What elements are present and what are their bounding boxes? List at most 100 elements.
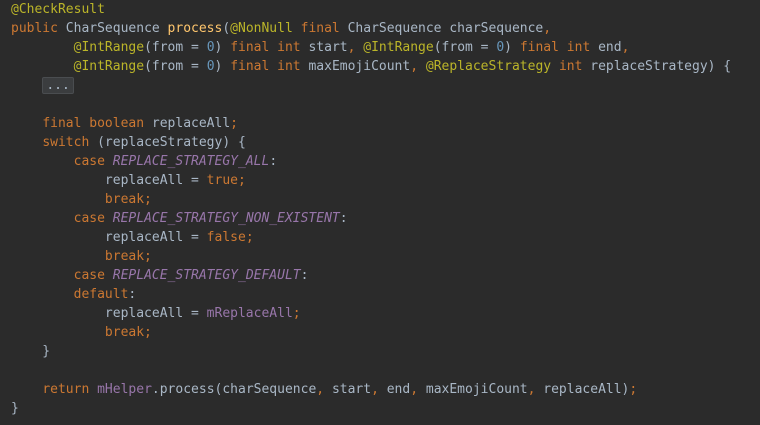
code-token <box>11 306 105 321</box>
code-line[interactable]: } <box>11 342 731 361</box>
code-line[interactable]: replaceAll = true; <box>11 171 731 190</box>
code-token: int <box>558 59 591 74</box>
code-token: @IntRange <box>363 40 434 55</box>
code-token: end <box>386 382 411 397</box>
code-token: (from = <box>144 40 207 55</box>
code-line[interactable]: case REPLACE_STRATEGY_DEFAULT: <box>11 266 731 285</box>
code-line[interactable]: default: <box>11 285 731 304</box>
code-token <box>11 59 74 74</box>
code-token <box>11 230 105 245</box>
code-token: .process(charSequence <box>151 382 317 397</box>
code-line[interactable]: case REPLACE_STRATEGY_ALL: <box>11 152 731 171</box>
code-token: : <box>128 287 137 302</box>
code-line[interactable]: ... <box>11 76 731 95</box>
code-token: 0 <box>206 40 215 55</box>
code-token <box>11 116 42 131</box>
code-token: (from = <box>433 40 497 55</box>
code-token <box>11 249 105 264</box>
code-token: 0 <box>496 40 505 55</box>
code-token <box>11 78 42 93</box>
code-line[interactable] <box>11 95 731 114</box>
code-token: , <box>410 59 426 74</box>
code-token <box>11 382 42 397</box>
code-token: } <box>11 344 51 359</box>
code-token: , <box>527 382 544 397</box>
code-token: : <box>300 268 309 283</box>
code-token: ; <box>230 116 238 131</box>
code-token: maxEmojiCount <box>425 382 528 397</box>
code-line[interactable]: @IntRange(from = 0) final int start, @In… <box>11 38 731 57</box>
code-line[interactable]: switch (replaceStrategy) { <box>11 133 731 152</box>
code-token: default <box>73 287 129 302</box>
code-token: maxEmojiCount <box>308 59 411 74</box>
code-token: REPLACE_STRATEGY_DEFAULT <box>112 268 301 283</box>
code-token: ; <box>629 382 638 397</box>
code-line[interactable]: break; <box>11 247 731 266</box>
code-token: false <box>206 230 246 245</box>
code-token: @ReplaceStrategy <box>425 59 559 74</box>
code-token: , <box>410 382 426 397</box>
code-token: @IntRange <box>73 59 145 74</box>
code-line[interactable]: @IntRange(from = 0) final int maxEmojiCo… <box>11 57 732 76</box>
code-token: true <box>206 173 238 188</box>
code-token: , <box>621 40 630 55</box>
code-token: replaceAll) <box>543 382 630 397</box>
code-token <box>11 154 74 169</box>
code-token: CharSequence charSequence <box>347 21 544 36</box>
code-token: mHelper <box>97 382 152 397</box>
code-token: break; <box>104 249 152 264</box>
code-line[interactable]: break; <box>11 190 731 209</box>
code-token: , <box>316 382 332 397</box>
code-token: : <box>339 211 348 226</box>
code-token: final int <box>519 40 599 55</box>
code-token <box>11 287 74 302</box>
code-token: start <box>308 40 348 55</box>
code-token: case <box>73 154 113 169</box>
code-token: (from = <box>144 59 207 74</box>
code-line[interactable]: case REPLACE_STRATEGY_NON_EXISTENT: <box>11 209 731 228</box>
code-token <box>11 325 105 340</box>
code-line[interactable] <box>11 361 731 380</box>
code-line[interactable]: replaceAll = mReplaceAll; <box>11 304 731 323</box>
folded-code-marker[interactable]: ... <box>42 77 74 94</box>
code-token: replaceAll = <box>104 230 207 245</box>
code-token: @IntRange <box>73 40 145 55</box>
code-line[interactable]: replaceAll = false; <box>11 228 731 247</box>
code-line[interactable]: @CheckResult <box>11 0 731 19</box>
code-token: ; <box>237 173 246 188</box>
code-line[interactable]: public CharSequence process(@NonNull fin… <box>11 19 731 38</box>
code-token: : <box>269 154 278 169</box>
code-token: switch <box>42 135 98 150</box>
code-token: } <box>11 401 19 416</box>
code-line[interactable]: final boolean replaceAll; <box>11 114 731 133</box>
code-token: end <box>598 40 622 55</box>
code-token: ) <box>214 40 231 55</box>
code-body[interactable]: @CheckResult public CharSequence process(… <box>11 0 731 418</box>
code-token: , <box>347 40 364 55</box>
code-token: start <box>331 382 372 397</box>
code-token: replaceAll = <box>104 306 207 321</box>
code-token: replaceStrategy) { <box>590 59 732 74</box>
code-token: final boolean <box>42 116 152 131</box>
code-token: @NonNull <box>230 21 301 36</box>
code-token: ) <box>504 40 520 55</box>
code-token: , <box>543 21 552 36</box>
code-line[interactable]: break; <box>11 323 731 342</box>
code-token: process <box>167 21 223 36</box>
code-token <box>11 268 74 283</box>
code-token: final <box>300 21 348 36</box>
code-token: return <box>42 382 98 397</box>
code-line[interactable]: } <box>11 399 731 418</box>
code-token: REPLACE_STRATEGY_ALL <box>112 154 270 169</box>
code-token: ( <box>222 21 231 36</box>
code-token: 0 <box>206 59 215 74</box>
code-token: (replaceStrategy) { <box>97 135 246 150</box>
code-token: break; <box>104 325 152 340</box>
code-token: @CheckResult <box>11 2 105 17</box>
code-token <box>11 135 42 150</box>
code-token <box>11 173 105 188</box>
code-token: replaceAll <box>151 116 231 131</box>
code-token: break; <box>104 192 152 207</box>
code-line[interactable]: return mHelper.process(charSequence, sta… <box>11 380 731 399</box>
